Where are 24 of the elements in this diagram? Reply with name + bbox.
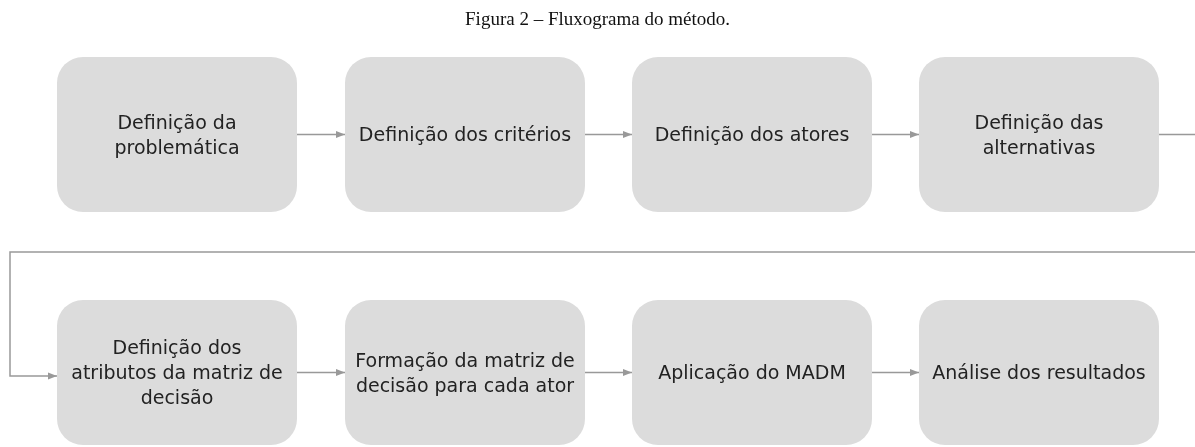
arrow <box>871 368 920 377</box>
box-label: Definição das alternativas <box>973 109 1105 160</box>
process-box <box>632 300 872 445</box>
box-label: Aplicação do MADM <box>658 360 846 385</box>
box-label: Análise dos resultados <box>932 360 1146 385</box>
process-box <box>919 57 1159 212</box>
arrow <box>9 133 1195 380</box>
process-box <box>632 57 872 212</box>
arrow <box>296 368 346 377</box>
process-box <box>345 300 585 445</box>
arrow <box>584 130 633 139</box>
process-box <box>57 300 297 445</box>
box-label: Formação da matriz de decisão para cada ator <box>355 347 575 398</box>
process-box <box>57 57 297 212</box>
process-box <box>345 57 585 212</box>
arrow <box>871 130 920 139</box>
box-label: Definição dos atributos da matriz de decisão <box>70 335 284 410</box>
box-label: Definição dos atores <box>654 122 850 147</box>
figure-title: Figura 2 – Fluxograma do método. <box>464 8 731 30</box>
box-label: Definição da problemática <box>113 109 241 160</box>
arrow <box>296 130 346 139</box>
box-label: Definição dos critérios <box>358 122 572 147</box>
arrow <box>584 368 633 377</box>
process-box <box>919 300 1159 445</box>
